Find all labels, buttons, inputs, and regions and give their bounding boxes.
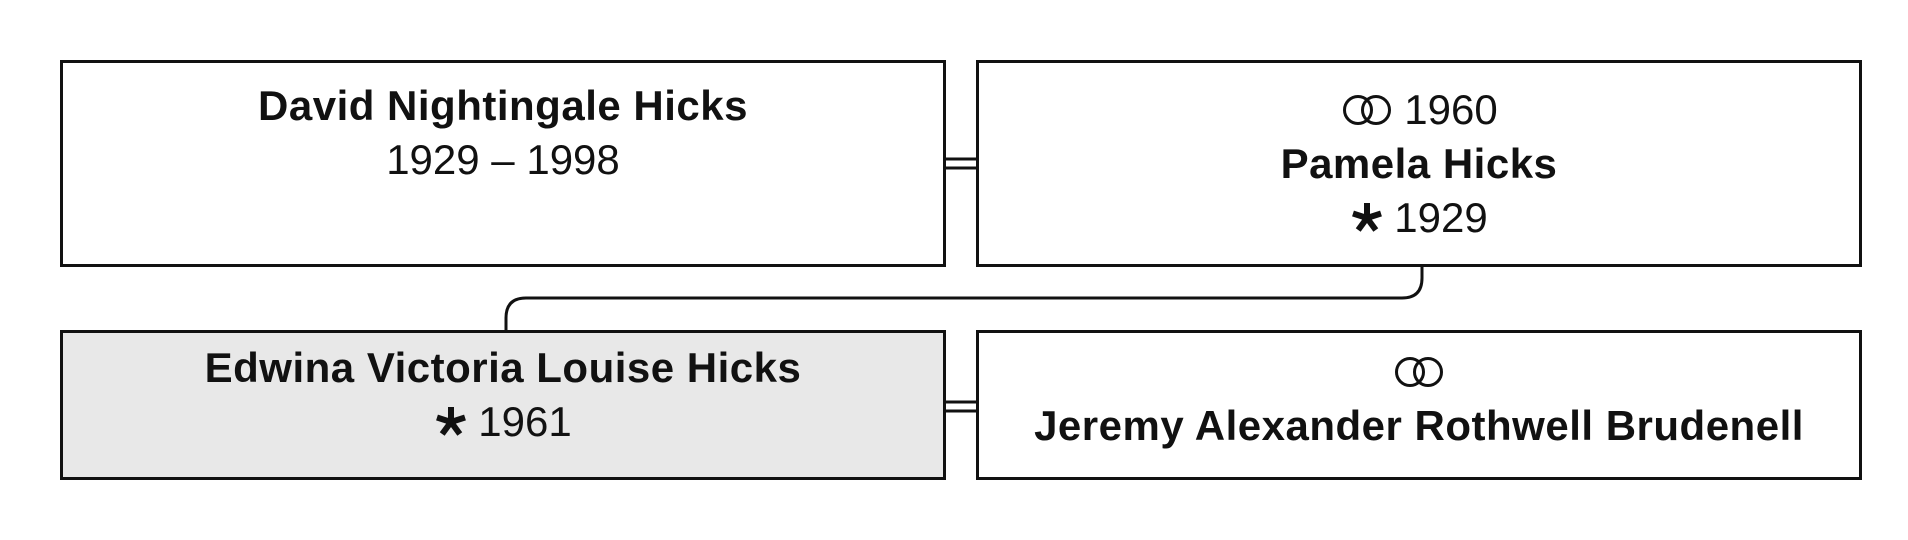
star-birth-icon — [1350, 201, 1384, 235]
birth-line: 1961 — [434, 395, 572, 449]
wedding-rings-icon — [1340, 93, 1394, 127]
wedding-rings-icon — [1392, 355, 1446, 389]
star-birth-icon — [434, 405, 468, 439]
person-name: Jeremy Alexander Rothwell Brudenell — [1034, 402, 1804, 449]
birth-year: 1961 — [478, 398, 572, 445]
person-lifespan: 1929 – 1998 — [386, 136, 620, 183]
marriage-year: 1960 — [1404, 86, 1498, 133]
person-box-mother[interactable]: 1960 Pamela Hicks 1929 — [976, 60, 1862, 267]
marriage-line — [1392, 345, 1446, 399]
descent-connector — [504, 267, 1424, 330]
person-name: Pamela Hicks — [1280, 140, 1558, 187]
marriage-connector-parents — [946, 157, 976, 170]
person-box-father[interactable]: David Nightingale Hicks 1929 – 1998 — [60, 60, 946, 267]
person-box-spouse[interactable]: Jeremy Alexander Rothwell Brudenell — [976, 330, 1862, 480]
birth-line: 1929 — [1350, 191, 1488, 245]
person-box-child[interactable]: Edwina Victoria Louise Hicks 1961 — [60, 330, 946, 480]
birth-year: 1929 — [1394, 194, 1488, 241]
person-name: David Nightingale Hicks — [258, 82, 748, 129]
marriage-connector-child — [946, 400, 976, 413]
marriage-line: 1960 — [1340, 83, 1498, 137]
person-name: Edwina Victoria Louise Hicks — [204, 344, 802, 391]
